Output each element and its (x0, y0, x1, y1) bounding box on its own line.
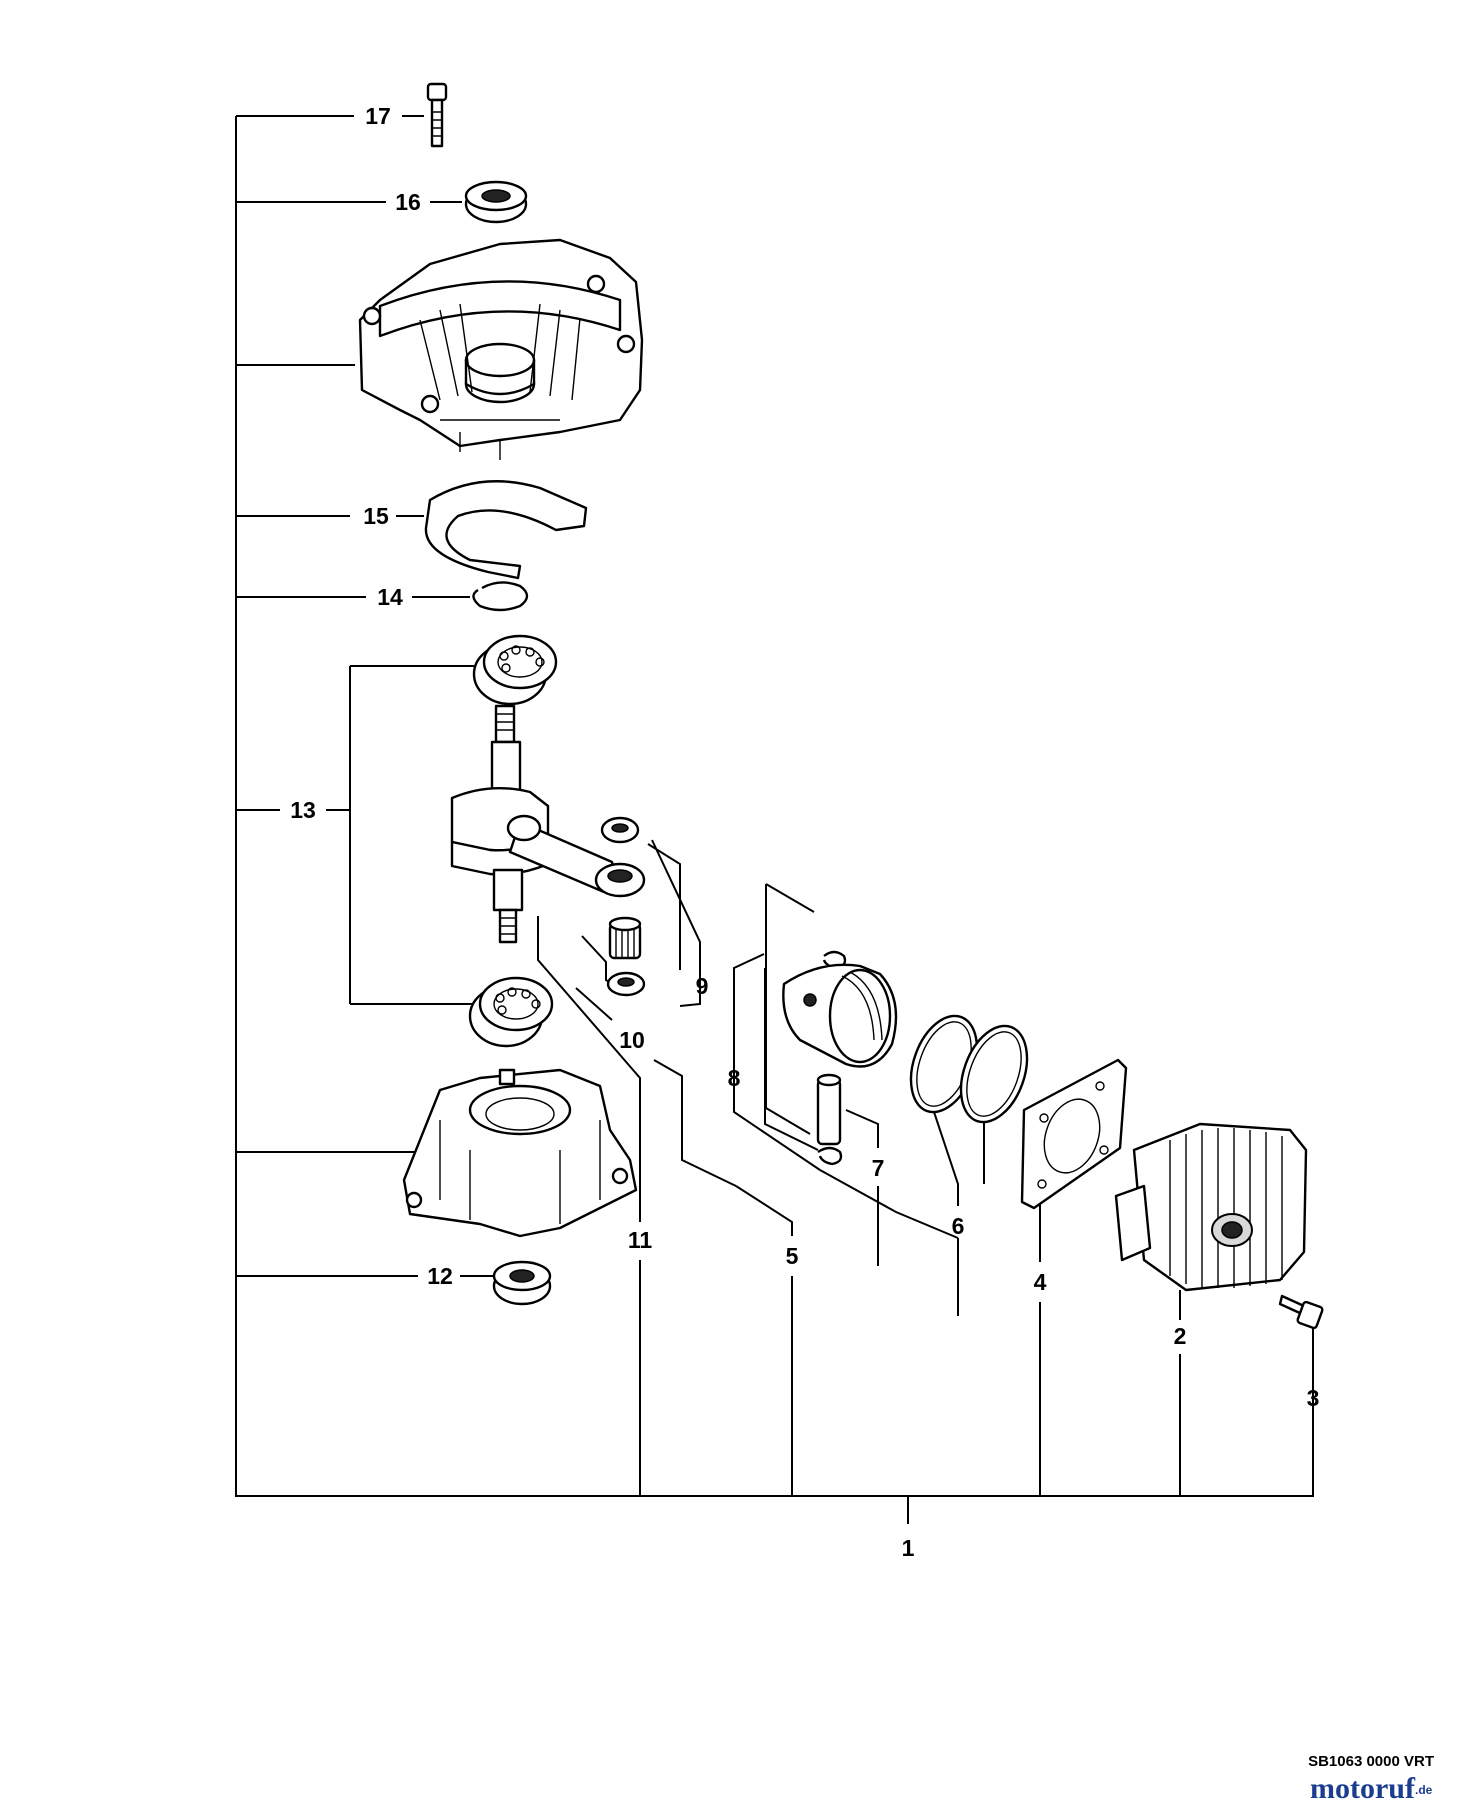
part-10-needle-bearing (608, 916, 642, 960)
part-crankcase-upper (358, 238, 644, 460)
part-12-seal (492, 1260, 552, 1306)
watermark-text: motoruf.de (1310, 1772, 1433, 1800)
part-3-bolt (1278, 1294, 1324, 1330)
callout-6: 6 (952, 1213, 965, 1239)
callout-13: 13 (290, 797, 316, 823)
part-crankcase-lower (402, 1068, 638, 1238)
callout-11: 11 (628, 1227, 653, 1253)
part-4-cylinder-gasket (1020, 1058, 1128, 1210)
callout-9: 9 (696, 973, 709, 999)
part-10-washer (606, 971, 646, 997)
part-piston (782, 963, 898, 1068)
part-7-piston-pin (816, 1073, 842, 1146)
callout-7: 7 (872, 1155, 885, 1181)
drawing-code: SB1063 0000 VRT (1308, 1753, 1434, 1770)
part-14-snap-ring (472, 581, 529, 612)
callout-14: 14 (377, 584, 403, 610)
part-crankshaft (450, 704, 646, 944)
callout-17: 17 (365, 103, 391, 129)
part-bearing-bottom (468, 976, 554, 1048)
callout-2: 2 (1174, 1323, 1187, 1349)
callout-4: 4 (1034, 1269, 1047, 1295)
part-16-seal (464, 180, 528, 224)
callout-10: 10 (619, 1027, 645, 1053)
callout-12: 12 (427, 1263, 453, 1289)
part-bearing-top (472, 634, 558, 706)
part-2-cylinder (1114, 1122, 1308, 1292)
part-9-washer (600, 816, 640, 844)
part-15-gasket (424, 480, 588, 580)
part-17-screw (426, 82, 448, 148)
watermark-logo: motoruf.de (1310, 1772, 1433, 1800)
callout-3: 3 (1307, 1385, 1320, 1411)
callout-8: 8 (728, 1065, 741, 1091)
callout-16: 16 (395, 189, 421, 215)
part-6-piston-rings (909, 1014, 1029, 1124)
callout-1: 1 (902, 1535, 915, 1561)
callout-labels: 17 16 15 14 13 12 11 10 9 8 7 6 5 4 2 3 … (290, 103, 1319, 1561)
callout-5: 5 (786, 1243, 799, 1269)
part-circlip-bottom (817, 1146, 843, 1166)
callout-15: 15 (363, 503, 389, 529)
